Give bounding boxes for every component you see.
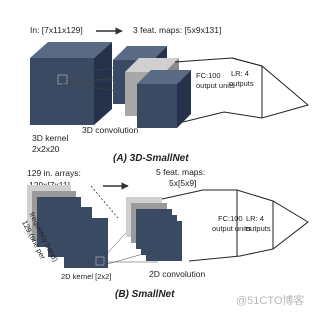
kernel-label-a-1: 3D kernel (32, 133, 68, 143)
maps-label-a: 3 feat. maps: [5x9x131] (133, 25, 221, 35)
fc-label-b-1: FC:100 (218, 214, 243, 223)
panel-b: 129 in. arrays: 129x[7x11] 5 feat. maps:… (20, 167, 309, 300)
lr-label-b-1: LR: 4 (246, 214, 264, 223)
input-label-a: In: [7x11x129] (30, 25, 83, 35)
kernel-square-marker (95, 256, 105, 266)
stack-dashed-line (90, 185, 119, 219)
fc-label-b-2: output units (212, 224, 251, 233)
lr-label-a-2: outputs (229, 79, 254, 88)
conv-label-b: 2D convolution (149, 269, 206, 279)
network-diagram: In: [7x11x129] 3 feat. maps: [5x9x131] (20, 25, 310, 307)
kernel-label-a-2: 2x2x20 (32, 144, 60, 154)
feature-map-a-3 (137, 70, 191, 128)
lr-label-b-2: outputs (246, 224, 271, 233)
maps-label-b-1: 5 feat. maps: (156, 167, 205, 177)
fc-lr-shape-a (174, 57, 310, 123)
input-cube-side (94, 42, 112, 125)
feature-map-b-5 (146, 221, 182, 261)
input-label-b-1: 129 in. arrays: (27, 168, 81, 178)
fc-lr-outline-b (161, 189, 309, 262)
fc-label-a-2: output units (196, 81, 235, 90)
lr-label-a-1: LR: 4 (231, 69, 249, 78)
conv-label-a: 3D convolution (82, 125, 139, 135)
panel-a: In: [7x11x129] 3 feat. maps: [5x9x131] (30, 25, 310, 164)
fc-lr-shape-b (161, 189, 309, 262)
watermark: @51CTO博客 (236, 293, 304, 307)
input-array-5 (64, 218, 108, 268)
input-cube-front (30, 58, 94, 125)
kernel-label-b: 2D kernel [2x2] (61, 272, 111, 281)
fc-lr-outline-a (174, 57, 310, 123)
input-cube-top (30, 42, 112, 58)
feature-maps-b (126, 197, 182, 261)
feature-maps-a (113, 46, 191, 128)
maps-label-b-2: 5x[5x9] (169, 178, 196, 188)
input-cube-a (30, 42, 112, 125)
caption-a: (A) 3D-SmallNet (113, 153, 189, 164)
caption-b: (B) SmallNet (115, 289, 175, 300)
input-arrays-b (27, 185, 108, 268)
fc-label-a-1: FC:100 (196, 71, 221, 80)
